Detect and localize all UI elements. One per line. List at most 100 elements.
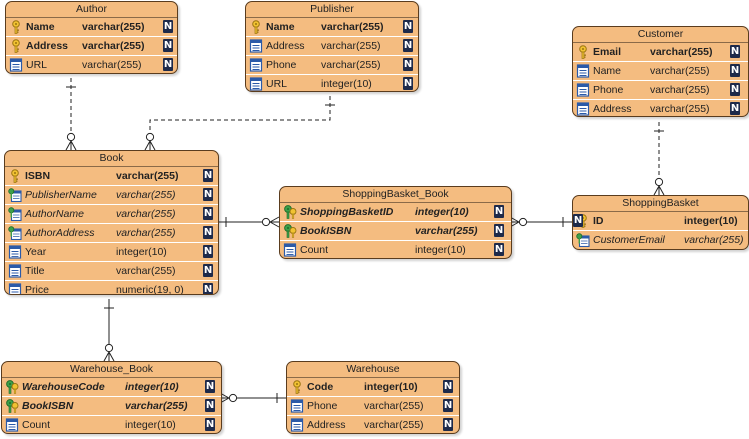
relationship-shoppingbasket-shoppingbasket-book[interactable] — [509, 216, 572, 228]
not-null-glyph: N — [203, 169, 213, 182]
primary-foreign-key-icon — [283, 224, 297, 238]
column-type: varchar(255) — [116, 227, 176, 239]
column-row[interactable]: Count integer(10) N — [280, 240, 511, 258]
column-name: ISBN — [25, 170, 51, 182]
not-null-glyph: N — [163, 58, 173, 71]
column-name: AuthorAddress — [25, 227, 95, 239]
column-name: Code — [307, 381, 334, 393]
not-null-badge-icon: N — [403, 39, 413, 52]
column-type: varchar(255) — [116, 265, 176, 277]
column-icon — [576, 64, 590, 78]
column-name: Address — [26, 40, 69, 52]
column-name: WarehouseCode — [22, 381, 105, 393]
relationship-book-warehouse-book[interactable] — [103, 299, 115, 362]
not-null-glyph: N — [203, 245, 213, 258]
cardinality-zero-marker — [66, 132, 76, 142]
not-null-badge-icon: N — [403, 77, 413, 90]
column-type: varchar(255) — [116, 208, 176, 220]
not-null-glyph: N — [443, 380, 453, 393]
column-name: Email — [593, 46, 622, 58]
column-name: URL — [26, 59, 48, 71]
column-name: CustomerEmail — [593, 234, 665, 246]
column-name: Name — [266, 21, 295, 33]
relationship-publisher-book[interactable] — [144, 96, 335, 151]
key-icon — [576, 214, 590, 228]
cardinality-zero-marker — [104, 343, 114, 353]
cardinality-zero-marker — [261, 217, 271, 227]
column-icon — [8, 264, 22, 278]
column-type: integer(10) — [364, 381, 418, 393]
entity-title: Warehouse_Book — [2, 362, 221, 378]
column-name: Phone — [307, 400, 338, 412]
column-type: numeric(19, 0) — [116, 284, 184, 295]
cardinality-many-marker — [103, 351, 115, 362]
relationship-warehouse-warehouse-book[interactable] — [219, 392, 286, 404]
column-name: BookISBN — [300, 225, 352, 237]
not-null-badge-icon: N — [203, 245, 213, 258]
not-null-glyph: N — [730, 102, 740, 115]
entity-title: Author — [6, 2, 177, 18]
column-row[interactable]: Code integer(10) N — [287, 378, 459, 396]
column-name: ID — [593, 215, 604, 227]
column-name: Name — [593, 65, 622, 77]
relationship-book-shoppingbasket-book[interactable] — [217, 216, 280, 228]
not-null-badge-icon: N — [730, 64, 740, 77]
not-null-badge-icon: N — [163, 58, 173, 71]
relationship-customer-shoppingbasket[interactable] — [653, 122, 665, 196]
column-type: varchar(255) — [364, 400, 424, 412]
foreign-key-icon — [8, 188, 22, 203]
column-type: integer(10) — [415, 244, 466, 256]
not-null-glyph: N — [403, 20, 413, 33]
not-null-badge-icon: N — [403, 20, 413, 33]
column-icon — [576, 83, 590, 97]
relationship-author-book[interactable] — [65, 78, 77, 151]
foreign-key-icon — [576, 233, 590, 248]
column-name: AuthorName — [25, 208, 84, 220]
column-type: varchar(255) — [82, 40, 145, 52]
column-name: Count — [300, 244, 329, 256]
column-type: integer(10) — [125, 419, 176, 431]
column-icon — [283, 243, 297, 257]
not-null-badge-icon: N — [494, 205, 504, 218]
not-null-glyph: N — [494, 243, 504, 256]
not-null-badge-icon: N — [443, 380, 453, 393]
not-null-glyph: N — [730, 45, 740, 58]
not-null-glyph: N — [205, 399, 215, 412]
